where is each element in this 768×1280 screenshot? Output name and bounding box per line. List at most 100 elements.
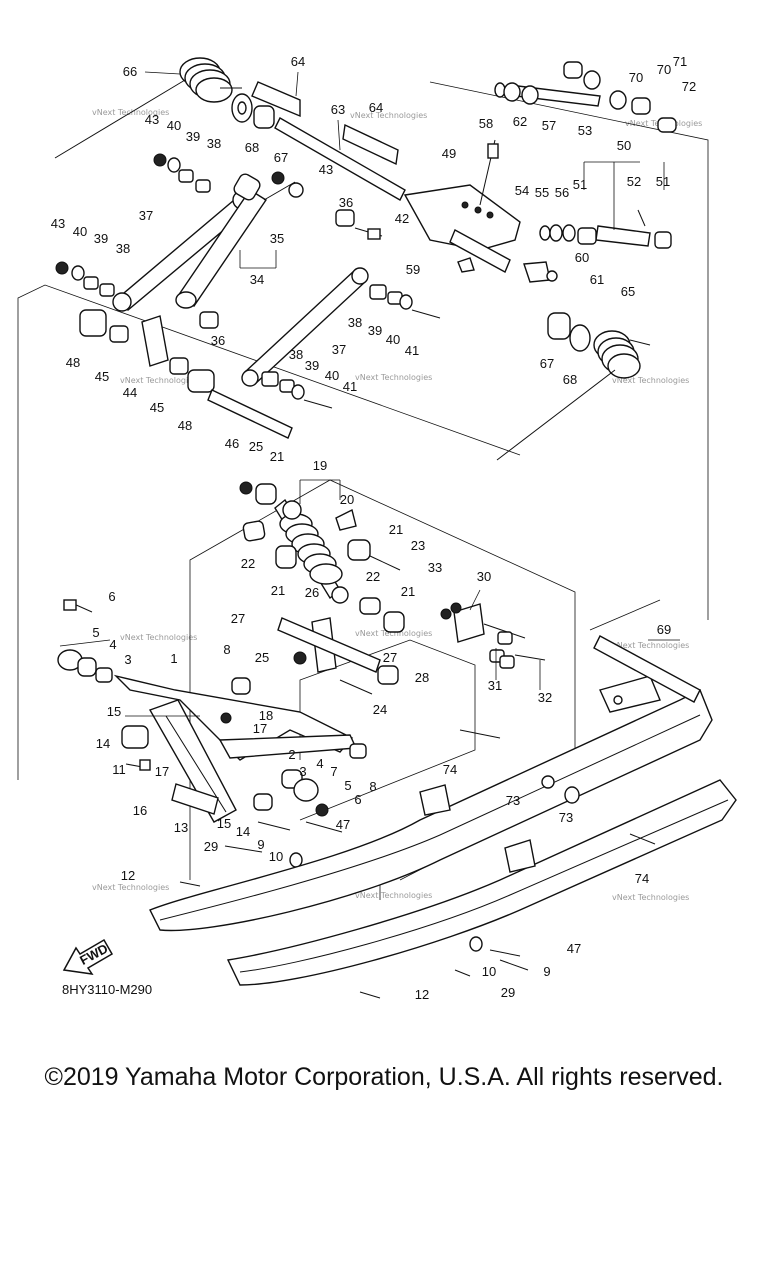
part-callout: 45 xyxy=(150,400,164,415)
hardware-stack-right xyxy=(261,284,441,409)
part-callout: 19 xyxy=(313,458,327,473)
torsion-spring-right xyxy=(496,330,651,461)
part-callout: 53 xyxy=(578,123,592,138)
part-callout: 63 xyxy=(331,102,345,117)
part-callout: 18 xyxy=(259,708,273,723)
watermark: vNext Technologies xyxy=(612,376,689,385)
part-callout: 60 xyxy=(575,250,589,265)
part-callout: 22 xyxy=(366,569,380,584)
part-callout: 36 xyxy=(339,195,353,210)
rear-axle-shaft xyxy=(593,635,701,703)
part-callout: 68 xyxy=(563,372,577,387)
part-callout: 13 xyxy=(174,820,188,835)
part-callout: 3 xyxy=(124,652,131,667)
part-callout: 29 xyxy=(204,839,218,854)
watermark: vNext Technologies xyxy=(92,883,169,892)
part-callout: 10 xyxy=(482,964,496,979)
part-callout: 17 xyxy=(155,764,169,779)
part-callout: 36 xyxy=(211,333,225,348)
rear-shock-absorber xyxy=(274,498,349,604)
watermark: vNext Technologies xyxy=(612,641,689,650)
part-callout: 12 xyxy=(121,868,135,883)
part-callout: 9 xyxy=(257,837,264,852)
part-callout: 21 xyxy=(270,449,284,464)
part-callout: 9 xyxy=(543,964,550,979)
watermark: vNext Technologies xyxy=(350,111,427,120)
part-callout: 43 xyxy=(51,216,65,231)
part-callout: 65 xyxy=(621,284,635,299)
part-callout: 33 xyxy=(428,560,442,575)
rear-arm-bracket xyxy=(403,184,521,251)
part-callout: 37 xyxy=(332,342,346,357)
part-callout: 39 xyxy=(186,129,200,144)
part-callout: 43 xyxy=(145,112,159,127)
part-callout: 4 xyxy=(316,756,323,771)
part-callout: 16 xyxy=(133,803,147,818)
watermark: vNext Technologies xyxy=(120,633,197,642)
part-callout: 70 xyxy=(629,70,643,85)
part-callout: 15 xyxy=(217,816,231,831)
watermark: vNext Technologies xyxy=(120,376,197,385)
part-callout: 69 xyxy=(657,622,671,637)
part-callout: 61 xyxy=(590,272,604,287)
part-callout: 38 xyxy=(116,241,130,256)
part-callout: 62 xyxy=(513,114,527,129)
part-callout: 48 xyxy=(66,355,80,370)
part-callout: 5 xyxy=(92,625,99,640)
part-callout: 10 xyxy=(269,849,283,864)
watermark: vNext Technologies xyxy=(355,629,432,638)
part-callout: 17 xyxy=(253,721,267,736)
part-callout: 47 xyxy=(567,941,581,956)
part-callout: 27 xyxy=(231,611,245,626)
part-callout: 14 xyxy=(96,736,110,751)
part-callout: 49 xyxy=(442,146,456,161)
part-callout: 25 xyxy=(255,650,269,665)
copyright-notice: ©2019 Yamaha Motor Corporation, U.S.A. A… xyxy=(44,1063,724,1091)
part-callout: 38 xyxy=(348,315,362,330)
part-callout: 44 xyxy=(123,385,137,400)
part-callout: 35 xyxy=(270,231,284,246)
part-callout: 74 xyxy=(443,762,457,777)
part-callout: 52 xyxy=(627,174,641,189)
part-callout: 29 xyxy=(501,985,515,1000)
part-callout: 32 xyxy=(538,690,552,705)
part-callout: 55 xyxy=(535,185,549,200)
part-callout: 39 xyxy=(368,323,382,338)
part-callout: 31 xyxy=(488,678,502,693)
part-callout: 38 xyxy=(289,347,303,362)
part-callout: 74 xyxy=(635,871,649,886)
diagram-code: 8HY3110-M290 xyxy=(62,982,152,997)
part-callout: 34 xyxy=(250,272,264,287)
front-cross-shaft xyxy=(207,389,293,439)
watermark: vNext Technologies xyxy=(355,891,432,900)
part-callout: 39 xyxy=(305,358,319,373)
part-callout: 43 xyxy=(319,162,333,177)
part-callout: 23 xyxy=(411,538,425,553)
part-callout: 1 xyxy=(170,651,177,666)
part-callout: 5 xyxy=(344,778,351,793)
part-callout: 30 xyxy=(477,569,491,584)
part-callout: 67 xyxy=(274,150,288,165)
part-callout: 57 xyxy=(542,118,556,133)
part-callout: 73 xyxy=(559,810,573,825)
fwd-arrow-icon: FWD xyxy=(62,938,114,975)
part-callout: 71 xyxy=(673,54,687,69)
part-callout: 20 xyxy=(340,492,354,507)
part-callout: 26 xyxy=(305,585,319,600)
upper-assembly-parts xyxy=(54,57,677,461)
front-arm-plate xyxy=(141,315,169,367)
part-callout: 64 xyxy=(291,54,305,69)
part-callout: 25 xyxy=(249,439,263,454)
part-callout: 8 xyxy=(223,642,230,657)
part-callout: 6 xyxy=(108,589,115,604)
part-callout: 56 xyxy=(555,185,569,200)
part-callout: 51 xyxy=(573,177,587,192)
part-callout: 21 xyxy=(401,584,415,599)
watermark: vNext Technologies xyxy=(612,893,689,902)
part-callout: 8 xyxy=(369,779,376,794)
slide-rails xyxy=(149,635,737,999)
lower-front-arm-parts xyxy=(57,599,367,868)
torsion-spring-left xyxy=(54,57,242,159)
part-callout: 73 xyxy=(506,793,520,808)
part-callout: 64 xyxy=(369,100,383,115)
